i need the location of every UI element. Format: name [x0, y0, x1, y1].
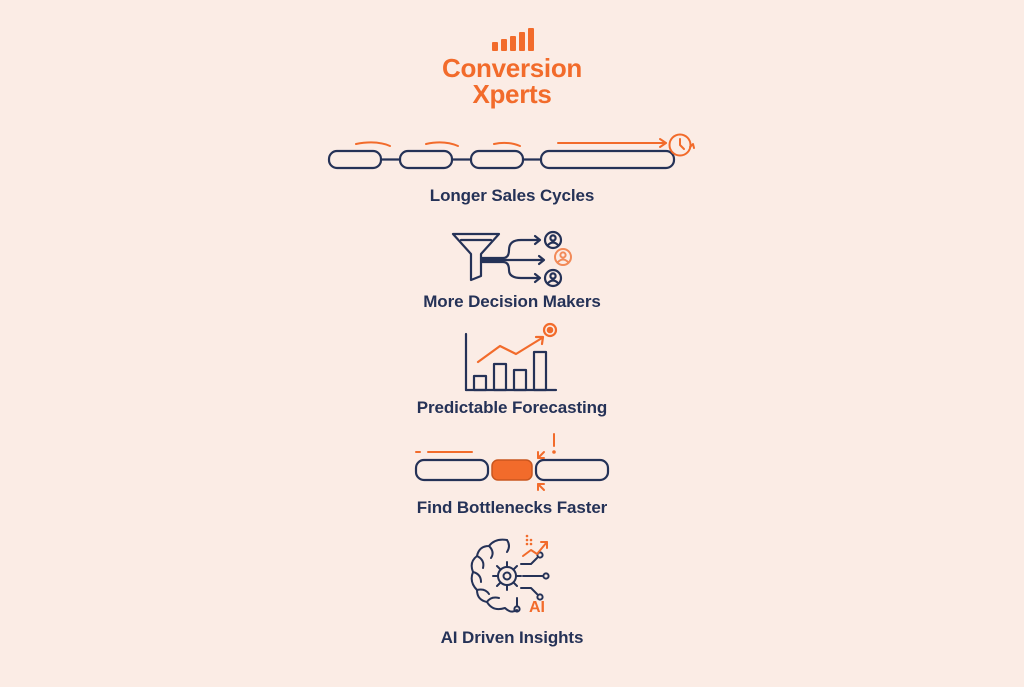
step-label: Predictable Forecasting	[416, 398, 608, 417]
step-label: AI Driven Insights	[440, 628, 584, 647]
step-label: More Decision Makers	[423, 292, 601, 311]
brand-logo: Conversion Xperts	[412, 24, 612, 108]
ai-brain-gear-icon: AI	[470, 534, 550, 616]
forecast-chart-icon	[464, 322, 558, 392]
ai-badge: AI	[529, 599, 545, 616]
step-ai-driven-insights: AI AI Driven Insights	[312, 528, 712, 652]
step-find-bottlenecks-faster: Find Bottlenecks Faster	[312, 424, 712, 520]
step-predictable-forecasting: Predictable Forecasting	[312, 318, 712, 420]
brand-name-line1: Conversion	[441, 53, 583, 83]
bottleneck-chain-icon	[414, 433, 610, 491]
bar-chart-logo-icon	[492, 28, 534, 51]
step-label: Longer Sales Cycles	[429, 186, 595, 205]
step-more-decision-makers: More Decision Makers	[312, 224, 712, 316]
funnel-decision-makers-icon	[451, 230, 572, 288]
sales-cycle-chain-icon	[327, 133, 695, 170]
step-longer-sales-cycles: Longer Sales Cycles	[312, 124, 712, 214]
step-label: Find Bottlenecks Faster	[416, 498, 608, 517]
brand-name-line2: Xperts	[472, 79, 552, 109]
